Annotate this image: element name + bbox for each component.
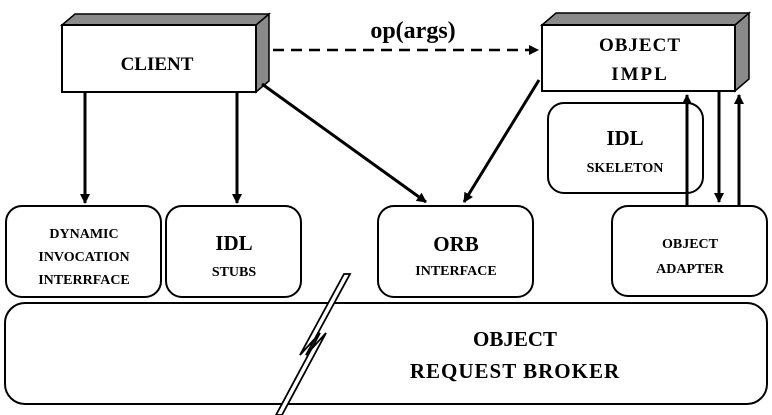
- dii-label-line3: INTERRFACE: [38, 273, 130, 288]
- client-node: CLIENT: [59, 12, 272, 94]
- object-impl-node: OBJECT IMPL: [539, 11, 752, 93]
- dynamic-invocation-interface-node: DYNAMIC INVOCATION INTERRFACE: [5, 205, 162, 298]
- object-impl-label-line1: OBJECT: [599, 35, 681, 56]
- object-impl-label-line2: IMPL: [611, 64, 669, 85]
- arrow-client-to-orb-interface: [261, 82, 427, 204]
- op-args-call-arrow: op(args): [273, 18, 539, 55]
- idl-stubs-node: IDL STUBS: [165, 205, 302, 298]
- orb-interface-node: ORB INTERFACE: [377, 205, 534, 298]
- client-label: CLIENT: [121, 54, 194, 75]
- object-adapter-label-line1: OBJECT: [662, 237, 719, 252]
- idl-skeleton-label-line1: IDL: [606, 126, 643, 150]
- idl-stubs-label-line1: IDL: [215, 231, 252, 255]
- orb-interface-label-line1: ORB: [433, 232, 479, 256]
- dii-label-line1: DYNAMIC: [49, 227, 118, 242]
- op-args-label: op(args): [370, 18, 455, 44]
- dii-label-line2: INVOCATION: [38, 250, 129, 265]
- object-adapter-node: OBJECT ADAPTER: [611, 205, 768, 297]
- object-adapter-label-line2: ADAPTER: [656, 262, 725, 277]
- orb-label-line2: REQUEST BROKER: [410, 359, 620, 383]
- orb-label-line1: OBJECT: [473, 327, 557, 351]
- orb-interface-label-line2: INTERFACE: [415, 264, 496, 279]
- idl-skeleton-label-line2: SKELETON: [587, 161, 664, 176]
- arrow-object-impl-to-orb-interface: [462, 79, 541, 203]
- idl-stubs-label-line2: STUBS: [212, 265, 257, 280]
- object-request-broker-node: OBJECT REQUEST BROKER: [4, 302, 768, 405]
- lightning-break-icon: [274, 273, 352, 415]
- idl-skeleton-node: IDL SKELETON: [547, 102, 704, 194]
